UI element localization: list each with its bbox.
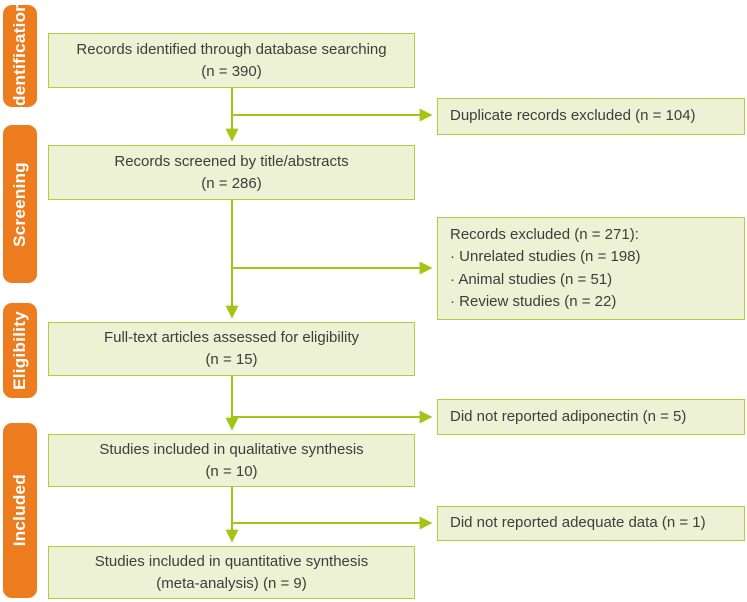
box-no-adequate-data: Did not reported adequate data (n = 1) bbox=[437, 506, 745, 541]
box-records-identified: Records identified through database sear… bbox=[48, 33, 415, 88]
box-no-adiponectin: Did not reported adiponectin (n = 5) bbox=[437, 399, 745, 435]
box-quantitative-synthesis: Studies included in quantitative synthes… bbox=[48, 546, 415, 599]
box-fulltext-assessed-text: Full-text articles assessed for eligibil… bbox=[103, 329, 360, 347]
box-records-excluded-review: · Review studies (n = 22) bbox=[450, 293, 617, 310]
box-records-identified-text: Records identified through database sear… bbox=[76, 40, 387, 58]
box-quantitative-synthesis-text: Studies included in quantitative synthes… bbox=[94, 552, 369, 570]
box-duplicates-excluded: Duplicate records excluded (n = 104) bbox=[437, 98, 745, 135]
stage-eligibility: Eligibility bbox=[3, 303, 37, 398]
box-no-adequate-data-text: Did not reported adequate data (n = 1) bbox=[450, 514, 706, 532]
box-records-screened: Records screened by title/abstracts (n =… bbox=[48, 145, 415, 200]
box-records-screened-text: Records screened by title/abstracts bbox=[114, 152, 349, 170]
stage-identification: Identification bbox=[3, 1, 37, 111]
box-qualitative-synthesis: Studies included in qualitative synthesi… bbox=[48, 434, 415, 487]
stage-screening-label: Screening bbox=[10, 161, 29, 247]
stage-included: Included bbox=[3, 423, 37, 598]
box-quantitative-synthesis-count: (meta-analysis) (n = 9) bbox=[156, 574, 307, 592]
stage-identification-label: Identification bbox=[10, 1, 29, 111]
box-qualitative-synthesis-count: (n = 10) bbox=[205, 462, 258, 480]
box-fulltext-assessed: Full-text articles assessed for eligibil… bbox=[48, 322, 415, 376]
stage-screening: Screening bbox=[3, 125, 37, 283]
box-records-screened-count: (n = 286) bbox=[201, 174, 262, 192]
box-records-excluded-unrelated: · Unrelated studies (n = 198) bbox=[450, 248, 641, 265]
stage-eligibility-label: Eligibility bbox=[10, 311, 29, 390]
box-records-excluded-animal: · Animal studies (n = 51) bbox=[450, 270, 613, 288]
box-fulltext-assessed-count: (n = 15) bbox=[205, 351, 258, 368]
box-qualitative-synthesis-text: Studies included in qualitative synthesi… bbox=[99, 440, 364, 458]
box-records-excluded-title: Records excluded (n = 271): bbox=[450, 225, 639, 243]
box-duplicates-excluded-text: Duplicate records excluded (n = 104) bbox=[450, 107, 696, 125]
box-no-adiponectin-text: Did not reported adiponectin (n = 5) bbox=[450, 407, 687, 425]
stage-included-label: Included bbox=[10, 474, 29, 547]
box-records-identified-count: (n = 390) bbox=[201, 62, 262, 80]
box-records-excluded: Records excluded (n = 271): · Unrelated … bbox=[437, 217, 745, 320]
